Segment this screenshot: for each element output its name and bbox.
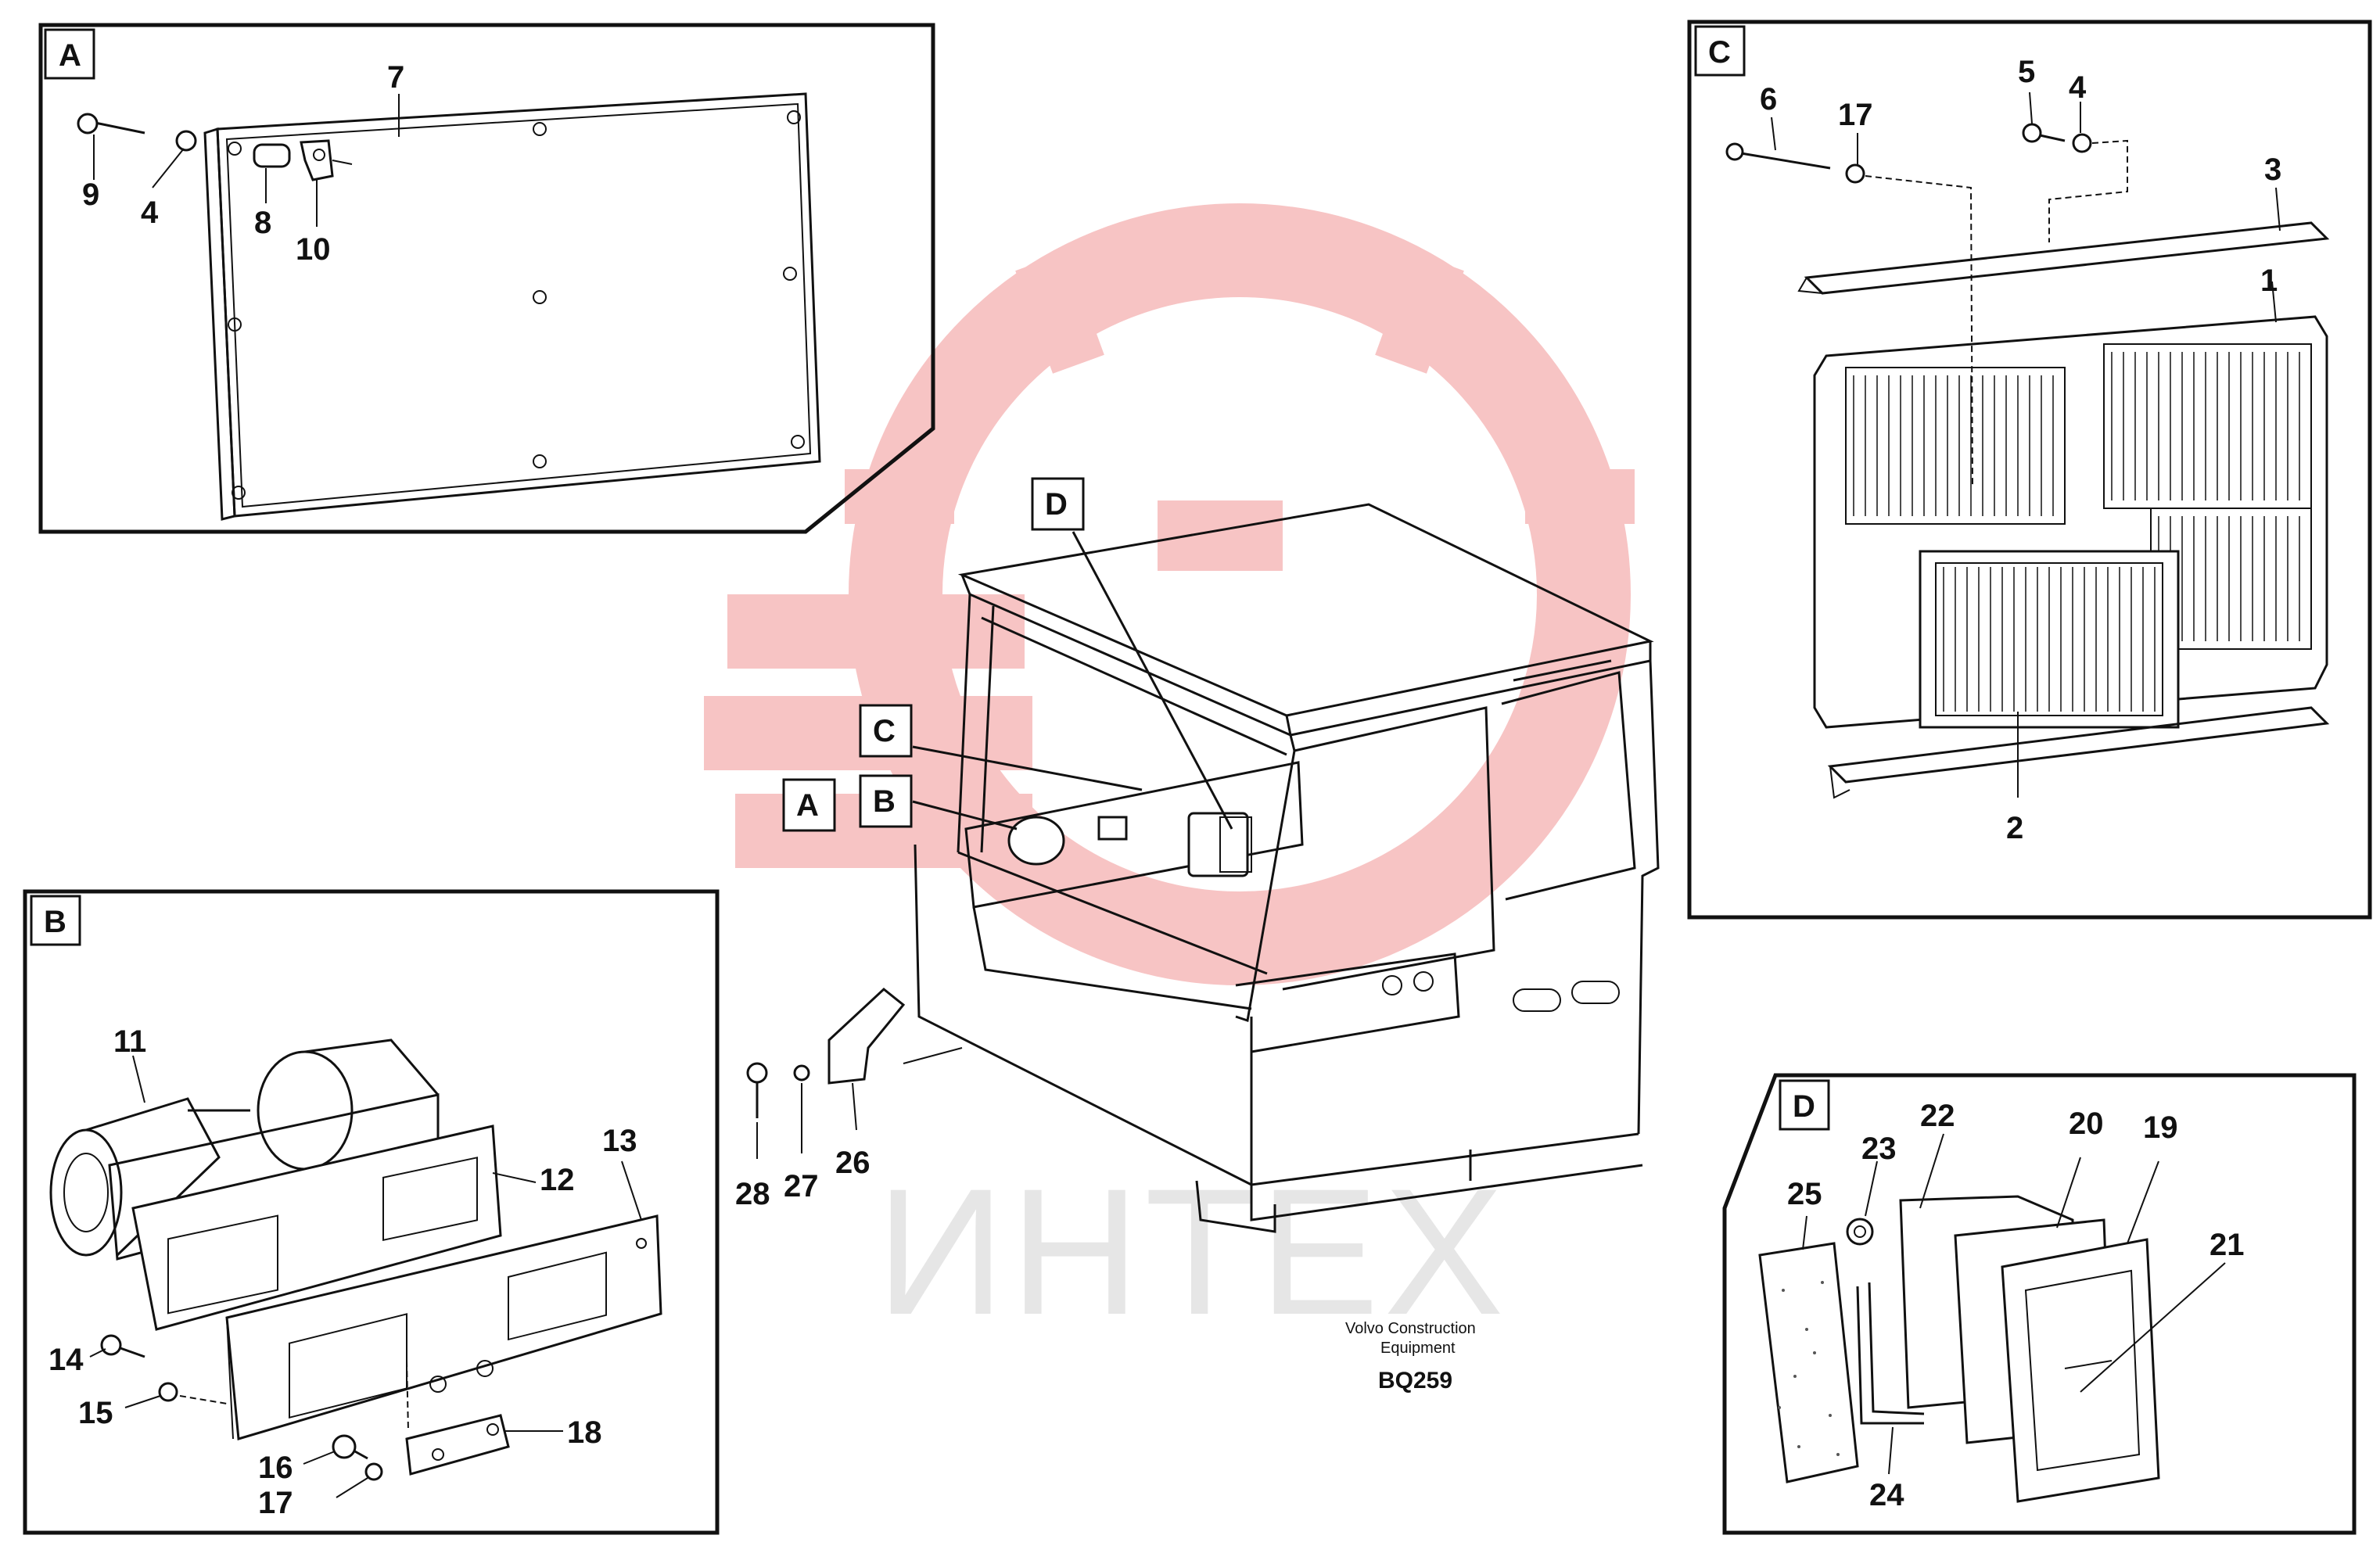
leader-4a — [152, 148, 185, 188]
panel-a-frame — [38, 23, 935, 534]
leader-12 — [492, 1172, 537, 1183]
leader-15 — [124, 1395, 161, 1408]
panel-c-letter-box — [1694, 25, 1746, 77]
label-24: 24 — [1869, 1478, 1904, 1512]
label-13: 13 — [602, 1124, 637, 1158]
cover-plate-drawing — [77, 92, 821, 521]
leader-22 — [1919, 1133, 1944, 1209]
label-18: 18 — [567, 1415, 602, 1450]
label-22: 22 — [1920, 1099, 1955, 1133]
leader-20 — [2056, 1157, 2081, 1229]
label-15: 15 — [78, 1396, 113, 1430]
label-1: 1 — [2260, 264, 2278, 298]
leader-23 — [1865, 1160, 1878, 1217]
label-7: 7 — [387, 60, 404, 95]
panel-c-frame — [1687, 20, 2372, 920]
leader-11 — [132, 1055, 145, 1103]
panel-c: C — [1687, 20, 2372, 920]
svg-text:B: B — [873, 784, 896, 819]
svg-text:C: C — [873, 714, 896, 748]
panel-b-letter: B — [44, 905, 66, 939]
panel-c-letter: C — [1708, 35, 1731, 70]
label-14: 14 — [48, 1343, 84, 1377]
leader-5 — [2029, 91, 2033, 124]
callout-c: C — [859, 704, 1143, 791]
panel-a-letter: A — [59, 38, 81, 73]
leader-17b — [336, 1477, 368, 1498]
label-5: 5 — [2018, 55, 2035, 89]
callout-b: B — [859, 774, 1018, 830]
caption-line-2: Equipment — [1380, 1340, 1456, 1357]
filter-assembly-drawing — [1725, 123, 2330, 799]
label-2: 2 — [2006, 811, 2023, 845]
label-17b: 17 — [258, 1486, 293, 1520]
leader-26 — [852, 1082, 857, 1131]
label-11: 11 — [113, 1024, 146, 1059]
leader-24 — [1888, 1426, 1894, 1475]
label-16: 16 — [258, 1451, 293, 1485]
panel-a-letter-box — [44, 28, 95, 80]
label-3: 3 — [2264, 152, 2281, 187]
leader-21 — [2080, 1262, 2226, 1393]
label-10: 10 — [296, 232, 331, 267]
panel-b: B — [23, 889, 720, 1535]
label-25: 25 — [1787, 1177, 1822, 1211]
leader-25 — [1802, 1215, 1807, 1250]
leader-1 — [2271, 281, 2277, 323]
label-9: 9 — [82, 178, 99, 212]
vent-assembly-drawing — [1758, 1195, 2160, 1503]
leader-13 — [621, 1160, 642, 1221]
svg-text:D: D — [1045, 487, 1068, 522]
panel-a: A 7 — [38, 23, 935, 534]
label-28: 28 — [735, 1177, 770, 1211]
leader-19 — [2127, 1160, 2159, 1244]
callout-d: D — [1031, 477, 1233, 830]
label-8: 8 — [254, 206, 271, 240]
panel-b-letter-box — [30, 895, 81, 946]
panel-d-letter: D — [1793, 1089, 1815, 1124]
panel-b-frame — [23, 889, 720, 1535]
watermark-text: ИНТЕХ — [876, 1151, 1509, 1352]
label-26: 26 — [835, 1146, 871, 1180]
leader-6 — [1771, 117, 1776, 151]
label-21: 21 — [2209, 1228, 2245, 1262]
leader-16 — [303, 1451, 336, 1465]
svg-text:A: A — [796, 788, 819, 823]
callout-a: A — [782, 778, 836, 832]
label-6: 6 — [1760, 82, 1777, 117]
label-17c: 17 — [1838, 98, 1873, 132]
label-23: 23 — [1861, 1132, 1897, 1166]
label-19: 19 — [2143, 1110, 2178, 1145]
leader-3 — [2275, 187, 2281, 231]
cab-drawing — [746, 503, 1660, 1233]
panel-d-letter-box — [1779, 1079, 1830, 1131]
label-4: 4 — [141, 195, 159, 230]
label-4c: 4 — [2069, 70, 2087, 105]
caption-line-1: Volvo Construction — [1345, 1320, 1476, 1337]
label-20: 20 — [2069, 1107, 2104, 1141]
blower-assembly-drawing — [49, 1038, 662, 1481]
drawing-code: BQ259 — [1378, 1368, 1452, 1394]
label-27: 27 — [784, 1169, 819, 1203]
panel-d-frame — [1722, 1073, 2357, 1535]
label-12: 12 — [540, 1163, 575, 1197]
panel-d: D — [1722, 1073, 2357, 1535]
leader-14 — [89, 1348, 106, 1358]
